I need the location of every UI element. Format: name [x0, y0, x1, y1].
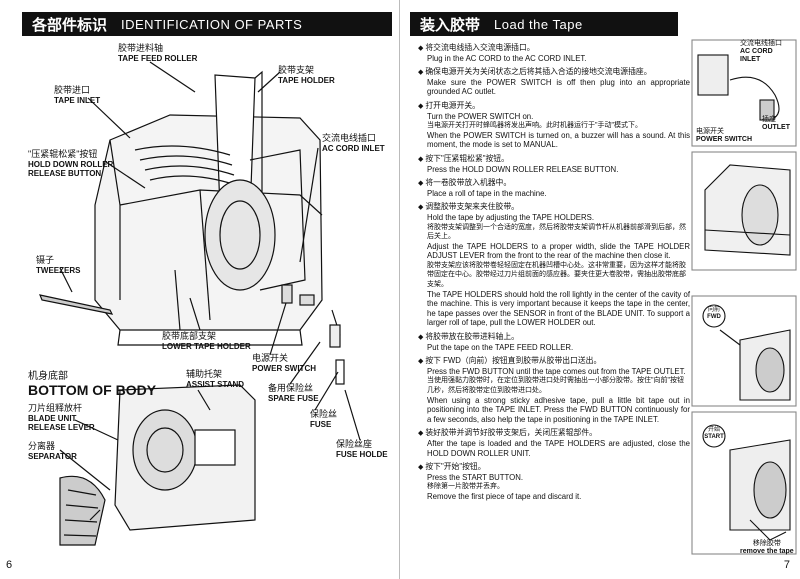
side-label-remove-tape: 移除胶带 remove the tape	[740, 540, 794, 555]
label-ac-cord-inlet: 交流电线插口 AC CORD INLET	[322, 133, 385, 153]
label-power-switch: 电源开关 POWER SWITCH	[252, 353, 316, 373]
step-item: 打开电源开关。 Turn the POWER SWITCH on. 当电源开关打…	[418, 101, 690, 150]
right-page: 装入胶带 Load the Tape 将交流电线插入交流电源插口。 Plug i…	[400, 0, 800, 579]
step-item: 将胶带放在胶带进料轴上。 Put the tape on the TAPE FE…	[418, 332, 690, 352]
start-button-icon: 开始 START	[704, 427, 724, 440]
fwd-button-icon: 向前 FWD	[707, 307, 721, 320]
label-lower-tape-holder: 胶带底部支架 LOWER TAPE HOLDER	[162, 331, 251, 351]
step-item: 确保电源开关为关闭状态之后将其插入合适的接地交流电源插座。 Make sure …	[418, 67, 690, 97]
parts-header-cn: 各部件标识	[32, 16, 108, 34]
side-label-outlet: 插座 OUTLET	[762, 116, 790, 131]
page-number-left: 6	[6, 559, 13, 571]
step-item: 按下"压紧辊松紧"按钮。 Press the HOLD DOWN ROLLER …	[418, 154, 690, 174]
bottom-of-body-title: 机身底部 BOTTOM OF BODY	[28, 371, 157, 398]
label-tape-holder: 胶带支架 TAPE HOLDER	[278, 65, 335, 85]
label-tape-inlet: 胶带进口 TAPE INLET	[54, 85, 101, 105]
label-spare-fuse: 备用保险丝 SPARE FUSE	[268, 383, 319, 403]
label-tweezers: 镊子 TWEEZERS	[36, 255, 81, 275]
step-item: 按下 FWD（向前）按钮直到胶带从胶带出口送出。 Press the FWD B…	[418, 356, 690, 424]
parts-header-en: IDENTIFICATION OF PARTS	[121, 16, 303, 32]
label-separator: 分离器 SEPARATOR	[28, 441, 77, 461]
machine-illustration	[39, 61, 361, 546]
label-assist-stand: 辅助托架 ASSIST STAND	[186, 369, 245, 389]
step-item: 调整胶带支架来夹住胶带。 Hold the tape by adjusting …	[418, 202, 690, 328]
step-item: 装好胶带并调节好胶带支架后，关闭压紧辊部件。 After the tape is…	[418, 428, 690, 458]
load-tape-header-en: Load the Tape	[494, 16, 583, 32]
side-illustrations	[691, 39, 797, 555]
label-fuse-holder: 保险丝座 FUSE HOLDE	[336, 439, 388, 459]
load-tape-header-cn: 装入胶带	[420, 16, 481, 34]
side-label-power-switch: 电源开关 POWER SWITCH	[696, 128, 752, 143]
load-tape-header: 装入胶带 Load the Tape	[410, 12, 678, 36]
load-tape-steps: 将交流电线插入交流电源插口。 Plug in the AC CORD to th…	[418, 43, 690, 506]
side-label-ac-cord-inlet: 交流电线插口 AC CORD INLET	[740, 40, 782, 63]
parts-header: 各部件标识 IDENTIFICATION OF PARTS	[22, 12, 392, 36]
label-hold-down-roller: "压紧辊松紧"按钮 HOLD DOWN ROLLER RELEASE BUTTO…	[28, 149, 114, 178]
left-page: 各部件标识 IDENTIFICATION OF PARTS	[6, 0, 400, 579]
label-tape-feed-roller: 胶带进料轴 TAPE FEED ROLLER	[118, 43, 198, 63]
step-item: 将交流电线插入交流电源插口。 Plug in the AC CORD to th…	[418, 43, 690, 63]
label-blade-unit: 刀片组释放杆 BLADE UNIT RELEASE LEVER	[28, 403, 95, 432]
step-item: 按下"开始"按钮。 Press the START BUTTON. 移除第一片胶…	[418, 462, 690, 501]
step-item: 将一卷胶带放入机器中。 Place a roll of tape in the …	[418, 178, 690, 198]
page-number-right: 7	[783, 559, 790, 571]
label-fuse: 保险丝 FUSE	[310, 409, 338, 429]
